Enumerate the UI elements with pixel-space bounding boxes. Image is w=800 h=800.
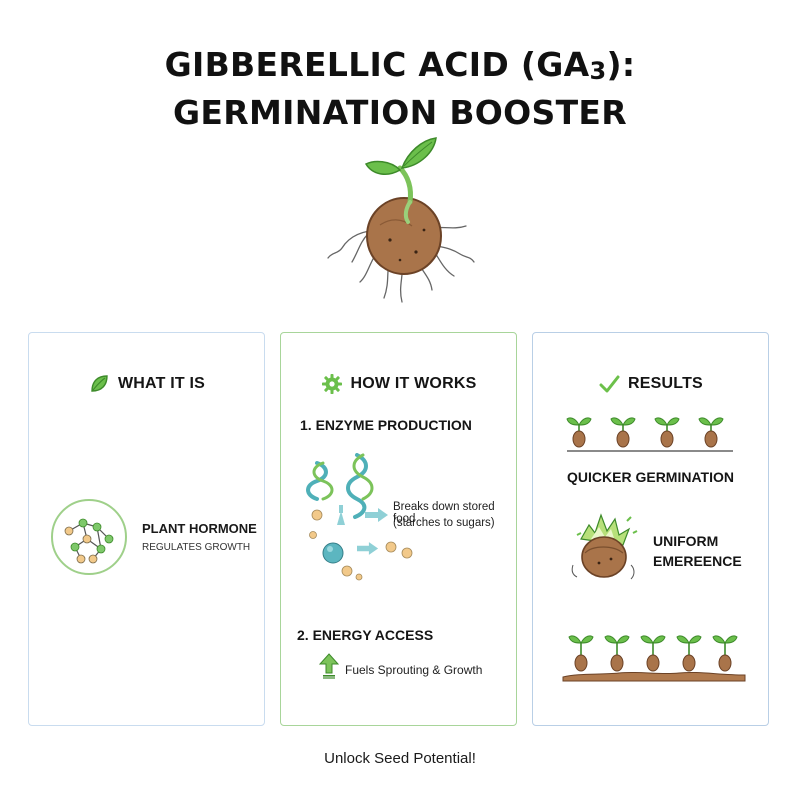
uniform-emergence-line-2: EMEREENCE bbox=[653, 553, 742, 569]
step-2-desc: Fuels Sprouting & Growth bbox=[345, 663, 483, 677]
sprouting-seed-icon bbox=[327, 137, 475, 303]
leaf-icon bbox=[91, 375, 108, 392]
seedlings-in-soil-icon bbox=[562, 635, 746, 682]
quicker-germination-label: QUICKER GERMINATION bbox=[567, 469, 734, 485]
panel-header-what: WHAT IT IS bbox=[29, 373, 264, 395]
enzyme-helix-icon bbox=[306, 453, 374, 581]
molecule-icon bbox=[51, 499, 127, 575]
panel-how-it-works: HOW IT WORKS 1. ENZYME PRODUCTION Breaks… bbox=[280, 332, 517, 726]
title-line-1: GIBBERELLIC ACID (GA3): bbox=[164, 45, 636, 85]
panel-header-results: RESULTS bbox=[533, 373, 768, 395]
step-1-enzyme-production: 1. ENZYME PRODUCTION bbox=[300, 417, 472, 433]
checkmark-icon bbox=[599, 375, 620, 393]
step-1-desc-line-2: (starches to sugars) bbox=[393, 517, 495, 529]
title-line-2: GERMINATION BOOSTER bbox=[173, 93, 627, 132]
arrow-up-icon bbox=[319, 653, 339, 679]
plant-hormone-label: PLANT HORMONE bbox=[142, 521, 257, 536]
gear-icon bbox=[321, 374, 342, 394]
panel-what-it-is: WHAT IT IS PLANT HORMONE REGULATES GROWT… bbox=[28, 332, 265, 726]
bursting-seed-icon bbox=[571, 513, 638, 580]
regulates-growth-label: REGULATES GROWTH bbox=[142, 542, 251, 553]
sugar-particles bbox=[385, 541, 413, 559]
page-title: GIBBERELLIC ACID (GA3): GERMINATION BOOS… bbox=[0, 44, 800, 134]
panel-results: RESULTS bbox=[532, 332, 769, 726]
panel-header-how: HOW IT WORKS bbox=[281, 373, 516, 395]
step-1-desc-line-1: Breaks down stored food bbox=[393, 501, 495, 525]
arrow-right-icon bbox=[357, 542, 379, 555]
uniform-emergence-line-1: UNIFORM bbox=[653, 533, 719, 549]
seedling-row-icon bbox=[566, 417, 733, 452]
footer-tagline: Unlock Seed Potential! bbox=[324, 750, 476, 767]
step-2-energy-access: 2. ENERGY ACCESS bbox=[297, 627, 434, 643]
arrow-right-icon bbox=[365, 508, 388, 522]
